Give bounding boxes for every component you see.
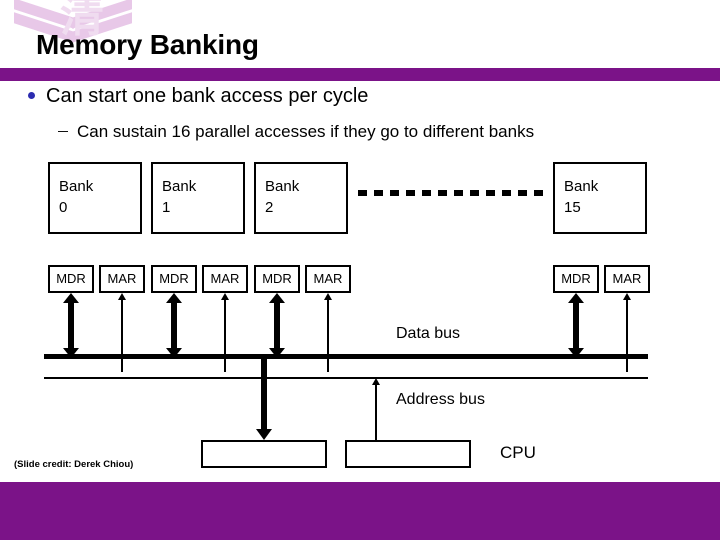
bank-box-2: Bank 2 bbox=[254, 162, 348, 234]
logo-cjk-glyph: 清 bbox=[60, 0, 104, 42]
bullet-level-1: Can start one bank access per cycle bbox=[28, 85, 368, 108]
arrow-head-up-icon bbox=[269, 293, 285, 303]
register-box-mar-2: MAR bbox=[305, 265, 351, 293]
bank-box-0: Bank 0 bbox=[48, 162, 142, 234]
address-bus-line-2 bbox=[324, 293, 332, 372]
bank-box-label: Bank 2 bbox=[265, 178, 300, 216]
bullet-level-2-text: Can sustain 16 parallel accesses if they… bbox=[77, 122, 535, 141]
cpu-data-register-box bbox=[201, 440, 327, 468]
arrow-head-up-icon bbox=[166, 293, 182, 303]
address-bus-line-15 bbox=[623, 293, 631, 372]
arrow-head-down-icon bbox=[63, 348, 79, 358]
arrow-head-down-icon bbox=[166, 348, 182, 358]
arrow-head-down-icon bbox=[256, 429, 272, 440]
register-box-mdr-15: MDR bbox=[553, 265, 599, 293]
data-bus-rail bbox=[44, 354, 648, 359]
arrow-shaft bbox=[171, 300, 177, 351]
footer-divider bbox=[0, 480, 720, 482]
bullet-level-1-text: Can start one bank access per cycle bbox=[46, 85, 369, 107]
data-bus-arrow-15 bbox=[568, 293, 584, 358]
register-box-mar-1: MAR bbox=[202, 265, 248, 293]
register-box-mar-0: MAR bbox=[99, 265, 145, 293]
bank-ellipsis-dashed-connector bbox=[358, 190, 546, 196]
register-box-mdr-0: MDR bbox=[48, 265, 94, 293]
register-box-mdr-1: MDR bbox=[151, 265, 197, 293]
cpu-address-bus-arrow bbox=[372, 378, 380, 440]
bullet-level-2: Can sustain 16 parallel accesses if they… bbox=[58, 122, 534, 142]
bullet-dash-icon bbox=[58, 130, 68, 132]
bank-box-label: Bank 15 bbox=[564, 178, 599, 216]
slide-credit: (Slide credit: Derek Chiou) bbox=[14, 459, 134, 470]
arrow-head-up-icon bbox=[324, 293, 332, 300]
arrow-shaft bbox=[224, 298, 226, 372]
arrow-head-up-icon bbox=[568, 293, 584, 303]
arrow-shaft bbox=[121, 298, 123, 372]
address-bus-line-1 bbox=[221, 293, 229, 372]
bank-box-1: Bank 1 bbox=[151, 162, 245, 234]
bank-box-label: Bank 1 bbox=[162, 178, 197, 216]
arrow-head-up-icon bbox=[118, 293, 126, 300]
address-bus-rail bbox=[44, 377, 648, 379]
page-title: Memory Banking bbox=[36, 29, 259, 60]
title-divider bbox=[0, 68, 720, 81]
cpu-label: CPU bbox=[500, 443, 536, 462]
arrow-shaft bbox=[375, 383, 377, 440]
address-bus-line-0 bbox=[118, 293, 126, 372]
arrow-head-down-icon bbox=[568, 348, 584, 358]
arrow-head-up-icon bbox=[221, 293, 229, 300]
bank-box-15: Bank 15 bbox=[553, 162, 647, 234]
arrow-shaft bbox=[573, 300, 579, 351]
bullet-dot-icon bbox=[28, 91, 35, 99]
data-bus-arrow-0 bbox=[63, 293, 79, 358]
arrow-head-up-icon bbox=[623, 293, 631, 300]
register-box-mdr-2: MDR bbox=[254, 265, 300, 293]
cpu-data-bus-arrow bbox=[256, 358, 272, 440]
arrow-shaft bbox=[327, 298, 329, 372]
slide-footer: ★ 國立清華大學 National Tsing Hua University 4… bbox=[0, 482, 720, 540]
arrow-shaft bbox=[68, 300, 74, 351]
arrow-shaft bbox=[274, 300, 280, 351]
arrow-head-up-icon bbox=[63, 293, 79, 303]
arrow-shaft bbox=[261, 358, 267, 430]
address-bus-label: Address bus bbox=[396, 391, 485, 408]
arrow-shaft bbox=[626, 298, 628, 372]
data-bus-arrow-2 bbox=[269, 293, 285, 358]
data-bus-label: Data bus bbox=[396, 325, 461, 342]
bank-box-label: Bank 0 bbox=[59, 178, 94, 216]
arrow-head-down-icon bbox=[269, 348, 285, 358]
arrow-head-up-icon bbox=[372, 378, 380, 385]
register-box-mar-15: MAR bbox=[604, 265, 650, 293]
data-bus-arrow-1 bbox=[166, 293, 182, 358]
cpu-address-register-box bbox=[345, 440, 471, 468]
nthu-chevron-logo-icon: 清 bbox=[12, 0, 137, 44]
